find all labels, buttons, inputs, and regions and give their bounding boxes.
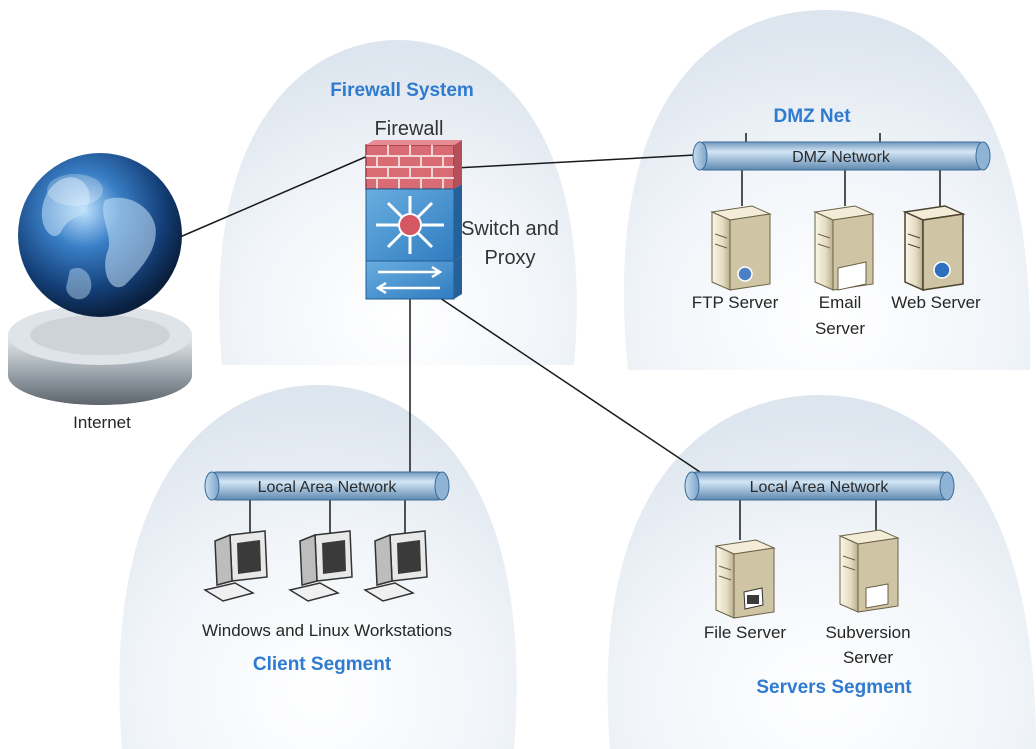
switch-to-servers-line [439,297,701,473]
dmz-title: DMZ Net [773,106,851,127]
firewall-system-title: Firewall System [330,80,474,101]
subversion-server-icon [838,529,900,613]
dmz-network-pipe [692,141,991,171]
web-server-label: Web Server [891,293,981,312]
internet-to-firewall-line [179,154,371,238]
ftp-server-label: FTP Server [692,293,779,312]
workstation-icon [203,530,268,602]
firewall-brick-icon [365,140,462,190]
client-lan-pipe [204,471,450,501]
file-server-label: File Server [704,623,787,642]
switch-router-icon [365,184,462,262]
client-segment-title: Client Segment [253,654,392,675]
email-server-icon [813,205,875,291]
client-lan-label: Local Area Network [258,479,398,496]
file-server-icon [714,539,776,619]
servers-lan-label: Local Area Network [750,479,890,496]
workstations-label: Windows and Linux Workstations [202,621,452,640]
switch-ports-icon [365,256,462,300]
workstation-icon [288,530,353,602]
switch-label-line1: Switch and [461,218,559,240]
subversion-server-label-line2: Server [843,648,893,667]
internet-globe-icon [8,153,192,405]
dmz-dome [623,10,1031,370]
email-server-label-line2: Server [815,319,865,338]
servers-segment-title: Servers Segment [756,677,912,698]
email-server-label-line1: Email [819,293,862,312]
dmz-network-label: DMZ Network [792,149,891,166]
subversion-server-label-line1: Subversion [825,623,910,642]
internet-label: Internet [73,413,131,432]
firewall-label: Firewall [375,118,444,140]
web-server-icon [902,205,966,292]
ftp-server-icon [710,205,772,291]
servers-lan-pipe [684,471,955,501]
connection-lines [179,133,941,540]
workstation-icon [363,530,428,602]
firewall-to-dmz-line [454,154,696,169]
switch-label-line2: Proxy [484,247,535,269]
